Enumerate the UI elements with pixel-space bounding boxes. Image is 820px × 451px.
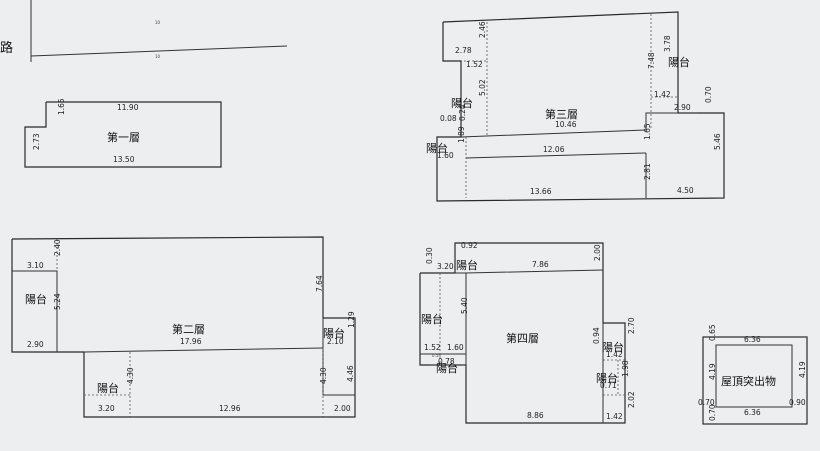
road-area: 路 10 10 [0,0,288,62]
floor-3-dim: 12.06 [543,145,565,154]
floor-3-dim: 1.65 [643,123,652,140]
floor-2-dim: 7.64 [315,275,324,292]
floor-3-dim: 0.08 [440,114,457,123]
floor-3-dim: 1.42 [654,90,671,99]
floor-2-plan: 第二層 陽台 陽台 陽台 3.10 2.40 5.24 2.90 17.96 7… [11,236,356,418]
floor-4-dim: 2.00 [593,244,602,261]
floor-3-dim: 5.46 [713,133,722,150]
roof-structure-label: 屋頂突出物 [721,374,776,388]
floor-4-dim: 0.94 [592,327,601,344]
floor-1-plan: 第一層 1.65 11.90 2.73 13.50 [24,98,222,168]
floor-3-balcony-label: 陽台 [426,141,448,155]
floor-3-dim: 1.89 [457,126,466,143]
floor-3-dim: 1.60 [437,151,454,160]
roof-dim: 0.70 [708,404,717,421]
floor-4-dim: 0.54 [432,353,441,358]
floor-3-dim: 7.48 [647,52,656,69]
floor-3-dim: 4.50 [677,186,694,195]
floor-3-dim: 2.46 [478,21,487,38]
floor-1-dim: 1.65 [57,98,66,115]
floor-4-dim: 8.86 [527,411,544,420]
floor-3-dim: 3.78 [663,35,672,52]
floor-4-dim: 0.92 [461,241,478,250]
floor-4-dim: 1.52 [424,343,441,352]
floor-2-dim: 2.90 [27,340,44,349]
floor-1-dim: 2.73 [32,133,41,150]
floor-2-dim: 4.30 [319,367,328,384]
floor-4-plan: 第四層 陽台 陽台 陽台 陽台 陽台 0.30 0.92 3.20 7.86 2… [419,241,636,424]
floor-3-dim: 5.02 [478,79,487,96]
roof-structure-plan: 屋頂突出物 0.65 6.36 4.19 4.19 0.70 0.90 6.36… [698,324,808,425]
floor-3-balcony-label: 陽台 [451,96,473,110]
floor-2-label: 第二層 [172,322,205,336]
floor-4-balcony-label: 陽台 [596,371,618,385]
floor-2-dim: 2.40 [53,239,62,256]
floor-3-dim: 0.70 [704,86,713,103]
road-label: 路 [0,40,13,56]
floor-3-balcony-label: 陽台 [668,55,690,69]
floor-2-dim: 17.96 [180,337,202,346]
floor-2-balcony-label: 陽台 [97,381,119,395]
floor-4-label: 第四層 [506,331,539,345]
floor-4-dim: 2.02 [627,391,636,408]
floor-4-dim: 1.60 [447,343,464,352]
floor-3-dim: 1.52 [466,60,483,69]
floor-2-dim: 1.29 [347,311,356,328]
floor-4-balcony-label: 陽台 [421,312,443,326]
floor-3-plan: 第三層 陽台 陽台 陽台 2.46 2.78 1.52 5.02 0.08 0.… [426,11,725,202]
floor-4-dim: 1.98 [621,360,630,377]
floor-4-balcony-label: 陽台 [456,258,478,272]
floor-4-dim: 1.42 [606,350,623,359]
floor-1-label: 第一層 [107,130,140,144]
floor-3-dim: 2.78 [455,46,472,55]
roof-dim: 6.36 [744,408,761,417]
floor-2-dim: 2.00 [334,404,351,413]
floor-4-dim: 3.20 [437,262,454,271]
floor-4-dim: 0.78 [438,357,455,366]
floor-2-dim: 3.20 [98,404,115,413]
roof-dim: 6.36 [744,335,761,344]
floor-3-dim: 13.66 [530,187,552,196]
floor-3-dim: 2.81 [643,163,652,180]
floor-4-dim: 2.70 [627,317,636,334]
roof-dim: 0.90 [789,398,806,407]
floor-3-dim: 10.46 [555,120,577,129]
floor-2-dim: 4.46 [346,365,355,382]
floor-3-dim: 0.24 [458,104,467,121]
floor-2-dim: 12.96 [219,404,241,413]
floor-1-dim: 13.50 [113,155,135,164]
floor-2-dim: 2.10 [327,337,344,346]
roof-dim: 4.19 [798,361,807,378]
floor-4-dim: 1.42 [606,412,623,421]
floor-3-dim: 2.90 [674,103,691,112]
road-dim-2: 10 [155,54,161,59]
floor-4-dim: 0.71 [600,381,617,390]
floor-2-balcony-label: 陽台 [323,326,345,340]
floor-2-dim: 4.30 [126,367,135,384]
floor-4-balcony-label: 陽台 [436,361,458,375]
floor-2-dim: 3.10 [27,261,44,270]
roof-dim: 4.19 [708,363,717,380]
roof-dim: 0.65 [708,324,717,341]
floor-4-dim: 5.40 [460,297,469,314]
floor-4-dim: 0.30 [425,247,434,264]
floor-1-dim: 11.90 [117,103,139,112]
floor-4-dim: 7.86 [532,260,549,269]
floor-3-label: 第三層 [545,107,578,121]
floor-4-balcony-label: 陽台 [602,340,624,354]
floor-2-balcony-label: 陽台 [25,292,47,306]
road-dim-1: 10 [155,20,161,25]
roof-dim: 0.70 [698,398,715,407]
floor-2-dim: 5.24 [53,293,62,310]
